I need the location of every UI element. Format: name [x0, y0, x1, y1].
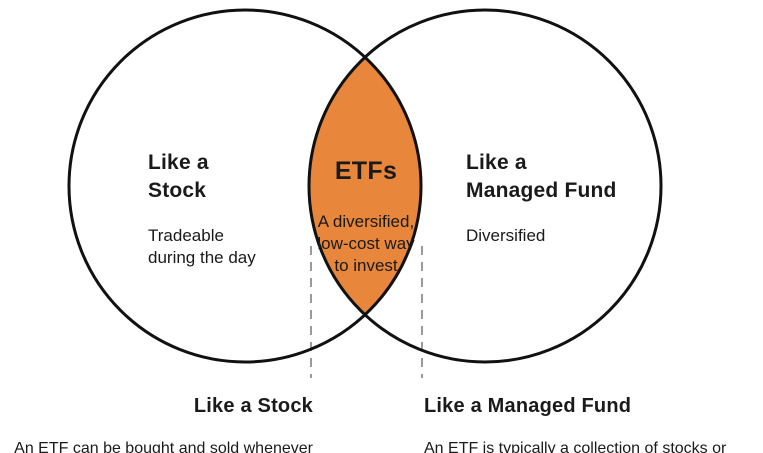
managed-fund-callout-title: Like a Managed Fund — [424, 395, 632, 417]
left-circle-outline — [67, 8, 423, 364]
managed-fund-callout: Like a Managed Fund An ETF is typically … — [424, 376, 763, 453]
intersection-lens — [308, 57, 422, 315]
intersection-title: ETFs — [334, 157, 398, 185]
right-circle-subtitle: Diversified — [466, 226, 546, 245]
stock-callout-body: An ETF can be bought and sold whenever t… — [14, 440, 313, 453]
right-circle-outline — [307, 8, 663, 364]
left-circle-title: Like a Stock — [148, 151, 209, 202]
stock-callout-title: Like a Stock — [193, 395, 313, 417]
stock-callout: Like a Stock An ETF can be bought and so… — [14, 376, 313, 453]
intersection-label: ETFs A diversified, low-cost way to inve… — [317, 138, 414, 295]
intersection-subtitle: A diversified, low-cost way to invest — [317, 212, 415, 275]
managed-fund-callout-body: An ETF is typically a collection of stoc… — [424, 440, 727, 453]
left-circle-subtitle: Tradeable during the day — [148, 226, 256, 267]
right-circle-title: Like a Managed Fund — [466, 151, 617, 202]
right-circle-label: Like a Managed Fund Diversified — [466, 131, 617, 265]
left-circle-label: Like a Stock Tradeable during the day — [148, 131, 256, 287]
